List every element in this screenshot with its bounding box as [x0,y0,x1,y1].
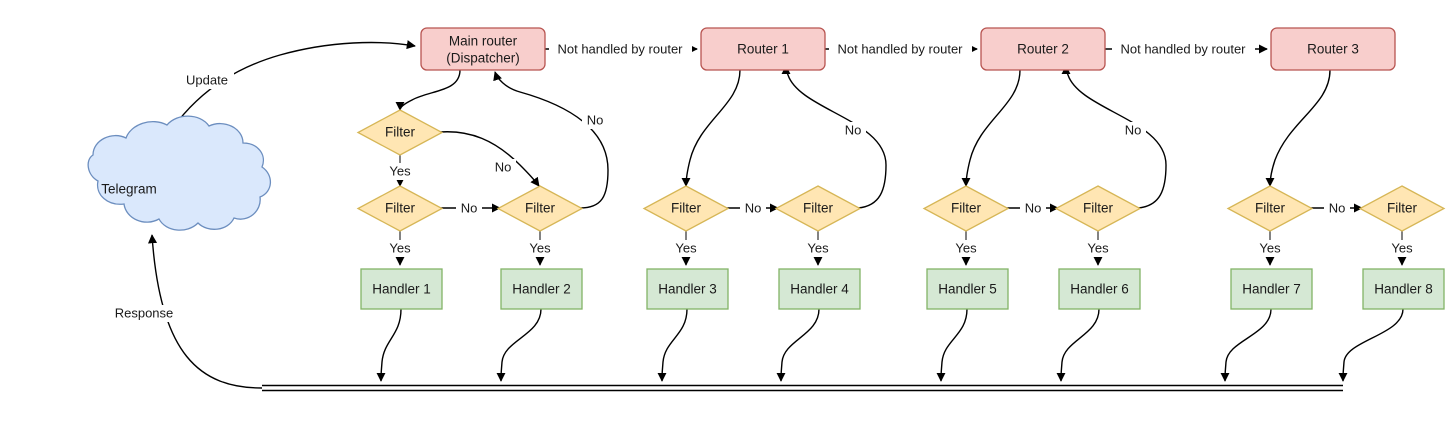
node-filter-3[interactable]: Filter [496,185,584,232]
edge-label-yes-7: Yes [1082,240,1114,257]
edge-label-yes-1: Yes [384,163,416,180]
node-handler-1[interactable]: Handler 1 [360,268,443,310]
edge-label-yes-3: Yes [524,240,556,257]
node-handler-6[interactable]: Handler 6 [1058,268,1141,310]
edge-label-yes-9: Yes [1386,240,1418,257]
edge-label-no-3: No [456,200,482,217]
node-filter-5[interactable]: Filter [774,185,862,232]
edge-label-yes-2: Yes [384,240,416,257]
node-filter-8[interactable]: Filter [1226,185,1314,232]
edge-label-response: Response [108,305,181,322]
node-router-3[interactable]: Router 3 [1270,27,1396,71]
edge-label-not-handled-2: Not handled by router [829,41,972,58]
edge-label-no-5: No [840,122,866,139]
node-main-router[interactable]: Main router (Dispatcher) [420,27,546,71]
edge-label-not-handled-3: Not handled by router [1112,41,1255,58]
edge-label-yes-8: Yes [1254,240,1286,257]
edge-response [148,234,263,389]
node-handler-2[interactable]: Handler 2 [500,268,583,310]
edge-label-update: Update [180,72,234,89]
edges-group-router-3 [1220,69,1407,382]
node-filter-4[interactable]: Filter [642,185,730,232]
node-filter-9[interactable]: Filter [1358,185,1446,232]
edges-group-main-router: Filter B --> Filter C (below) --> Filter… [376,69,609,382]
edge-label-yes-6: Yes [950,240,982,257]
node-handler-3[interactable]: Handler 3 [646,268,729,310]
node-filter-1[interactable]: Filter [356,109,444,156]
node-filter-2[interactable]: Filter [356,185,444,232]
edge-label-no-4: No [740,200,766,217]
node-handler-4[interactable]: Handler 4 [778,268,861,310]
edge-label-no-2: No [582,112,608,129]
edge-label-no-1: No [490,159,516,176]
node-router-2[interactable]: Router 2 [980,27,1106,71]
node-filter-7[interactable]: Filter [1054,185,1142,232]
response-bus [262,384,1343,392]
node-handler-8[interactable]: Handler 8 [1362,268,1445,310]
node-handler-5[interactable]: Handler 5 [926,268,1009,310]
edge-label-not-handled-1: Not handled by router [549,41,692,58]
edge-label-no-6: No [1020,200,1046,217]
edge-label-no-7: No [1120,122,1146,139]
node-handler-7[interactable]: Handler 7 [1230,268,1313,310]
edge-label-no-8: No [1324,200,1350,217]
node-filter-6[interactable]: Filter [922,185,1010,232]
edge-label-yes-4: Yes [670,240,702,257]
node-router-1[interactable]: Router 1 [700,27,826,71]
node-telegram-cloud[interactable]: Telegram [87,115,272,231]
edge-label-yes-5: Yes [802,240,834,257]
